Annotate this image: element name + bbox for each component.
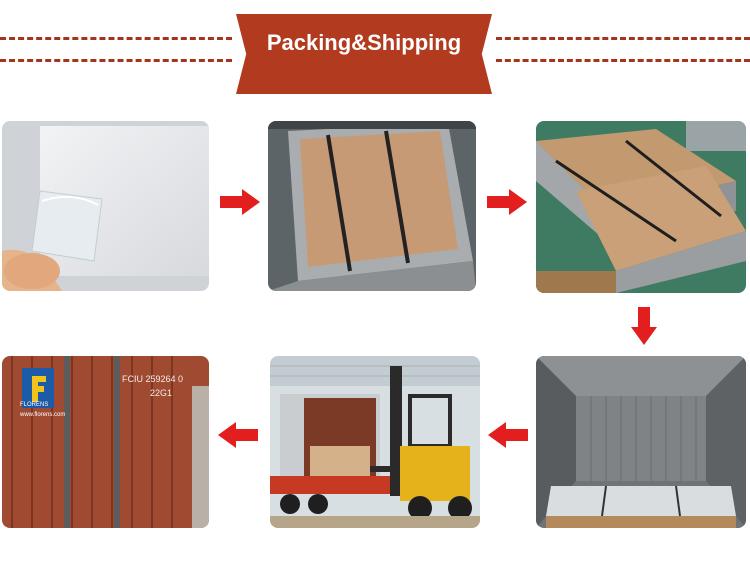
arrow-right-icon [220,189,260,215]
arrow-left-icon [218,422,258,448]
dashed-rule-left-top [0,37,232,40]
page-title: Packing&Shipping [266,30,462,55]
arrow-right-icon [487,189,527,215]
arrow-down-icon [631,307,657,345]
title-banner [236,14,492,94]
photo-container-exterior [2,356,209,528]
container-number-label: FCIU 259264 0 [122,374,184,384]
dashed-rule-right-bottom [496,59,750,62]
photo-container-interior [536,356,746,528]
arrow-left-icon [488,422,528,448]
container-type-label: 22G1 [150,388,173,398]
photo-strapped-stack [268,121,476,291]
photo-pallets [536,121,746,293]
dashed-rule-right-top [496,37,750,40]
container-site-label: www.florens.com [20,412,66,418]
photo-sheet-film [2,121,209,291]
dashed-rule-left-bottom [0,59,232,62]
container-brand-label: FLORENS [20,402,49,408]
photo-forklift [270,356,480,528]
